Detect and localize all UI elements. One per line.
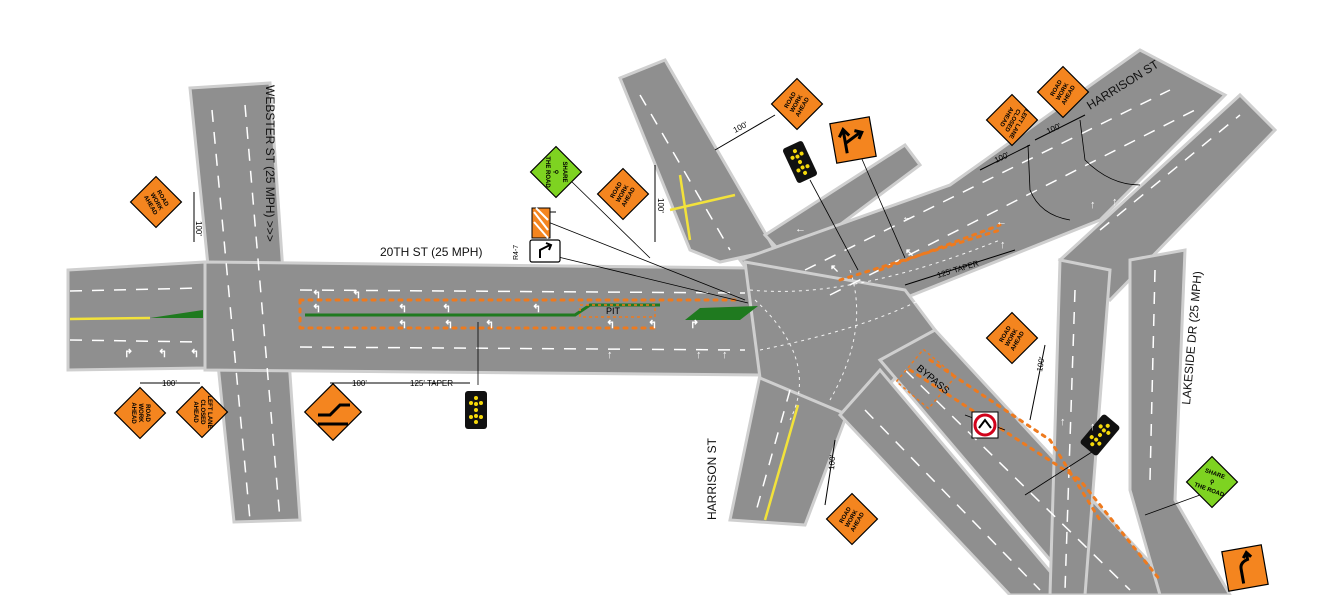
median-nose-east bbox=[685, 306, 758, 320]
keep-right-code: R4-7 bbox=[513, 245, 520, 260]
pavement-arrow: ← bbox=[902, 211, 913, 223]
pavement-arrow: ↰ bbox=[158, 348, 167, 360]
keep-right-sign: R4-7 bbox=[513, 239, 561, 263]
median-nose-west bbox=[150, 310, 203, 318]
lower-diagonal bbox=[837, 367, 1072, 595]
webster-st-label: WEBSTER ST (25 MPH) >>> bbox=[263, 85, 277, 242]
harrison-st-north bbox=[618, 58, 778, 264]
turn-arrow-sign bbox=[829, 116, 877, 164]
bicycle-icon: ⚲ bbox=[552, 170, 559, 174]
barricade bbox=[531, 207, 556, 239]
lane-shift-arrow-icon bbox=[318, 403, 350, 426]
arrow-boards bbox=[465, 141, 1120, 456]
left-lane-closed-text: LEFT LANE CLOSED AHEAD bbox=[192, 396, 212, 429]
share-the-road-text-north: SHARE ⚲ THE ROAD bbox=[544, 156, 567, 188]
pavement-arrow: ↰ bbox=[442, 303, 451, 315]
pavement-arrow: ↑ bbox=[1112, 196, 1118, 208]
bicycle-icon: ⚲ bbox=[1209, 478, 1216, 486]
left-lane-closed-sign bbox=[175, 385, 229, 439]
dim-webster-north: 100' bbox=[194, 221, 203, 236]
left-lane-closed-sign-2 bbox=[985, 93, 1039, 147]
lane-markings bbox=[69, 89, 1241, 591]
curve-arrow-icon bbox=[1239, 550, 1253, 584]
channelizer-line-20th bbox=[298, 298, 742, 330]
pavement-arrow: ↖ bbox=[905, 247, 914, 259]
lakeside-dr bbox=[1128, 248, 1232, 595]
curve-arrow-sign bbox=[1221, 544, 1269, 592]
pavement-arrow: ↑ bbox=[696, 349, 702, 361]
svg-text:LEFT LANE: LEFT LANE bbox=[206, 396, 212, 429]
pavement-arrow: ↰ bbox=[312, 289, 321, 301]
pavement-arrow: ↱ bbox=[690, 319, 699, 331]
svg-text:SHARE: SHARE bbox=[561, 161, 567, 182]
harrison-st-south-label: HARRISON ST bbox=[705, 437, 719, 520]
svg-text:AHEAD: AHEAD bbox=[192, 401, 198, 423]
pit-box bbox=[579, 304, 656, 318]
pit-label: PIT bbox=[606, 306, 621, 316]
pavement-arrow: ↰ bbox=[398, 303, 407, 315]
pavement-arrow: ↰ bbox=[444, 319, 453, 331]
roadway-network bbox=[66, 48, 1278, 595]
pavement-arrows: ↱ ↰ ↰ ↰ ↰ ↰ ↰ ↰ ↰ ↰ ↰ ↰ ↑ ↑ ↑ ↰ ↰ ↱ ← ← ← ↖ ↖ ↑ ↑ ↑ ↑ ↑ bbox=[124, 196, 1118, 433]
pavement-arrow: ↱ bbox=[124, 348, 133, 360]
dim-harrison-diag: 100' bbox=[732, 120, 750, 135]
pavement-arrow: ↰ bbox=[485, 319, 494, 331]
pavement-arrow: ↑ bbox=[1090, 199, 1096, 211]
pavement-arrow: ↰ bbox=[398, 319, 407, 331]
svg-text:THE ROAD: THE ROAD bbox=[544, 156, 550, 188]
dim-20th-taper: 125' TAPER bbox=[410, 379, 453, 388]
channelizer-line-southeast bbox=[908, 368, 1162, 582]
pavement-arrow: ↖ bbox=[830, 263, 839, 275]
leader-lines bbox=[477, 119, 1201, 516]
dim-webster-south: 100' bbox=[162, 379, 177, 388]
road-work-ahead-text: AHEAD bbox=[130, 402, 136, 424]
twentieth-st-main bbox=[203, 260, 762, 377]
dim-harrison-north: 100' bbox=[656, 198, 665, 213]
turn-arrow-icon bbox=[837, 127, 864, 154]
no-entry-sign bbox=[971, 411, 999, 439]
pavement-arrow: ↰ bbox=[190, 348, 199, 360]
road-work-ahead-signs: ROADWORKAHEADROADWORKAHEADROADWORKAHEADR… bbox=[113, 65, 1090, 546]
work-area: PIT BYPASS bbox=[150, 223, 1162, 582]
pavement-arrow: ↑ bbox=[1090, 421, 1096, 433]
pavement-arrow: ↑ bbox=[1060, 416, 1066, 428]
dim-20th-100: 100' bbox=[352, 379, 367, 388]
swept-paths bbox=[749, 239, 1001, 421]
svg-text:CLOSED: CLOSED bbox=[199, 399, 205, 425]
arrow-board bbox=[1080, 414, 1120, 456]
pavement-arrow: ↰ bbox=[606, 319, 615, 331]
pavement-arrow: ↰ bbox=[532, 303, 541, 315]
dim-harrison-south: 100' bbox=[827, 454, 837, 470]
share-the-road-sign-east bbox=[1185, 455, 1239, 509]
pavement-arrow: ↰ bbox=[312, 303, 321, 315]
road-work-ahead-text: WORK bbox=[137, 404, 143, 424]
connector-vertical bbox=[1048, 258, 1112, 595]
arrow-board bbox=[465, 391, 487, 429]
arrow-board bbox=[782, 141, 818, 183]
share-the-road-sign-north bbox=[529, 145, 583, 199]
road-work-ahead-text: ROAD bbox=[144, 404, 150, 422]
pavement-arrow: ↑ bbox=[1000, 239, 1006, 251]
pavement-arrow: ↑ bbox=[607, 349, 613, 361]
twentieth-st-label: 20TH ST (25 MPH) bbox=[380, 245, 482, 259]
channelizer-line-east bbox=[838, 223, 1002, 282]
bypass-box bbox=[895, 348, 957, 410]
pavement-arrow: ↰ bbox=[352, 289, 361, 301]
pavement-arrow: ↑ bbox=[722, 349, 728, 361]
pavement-arrow: ↰ bbox=[648, 319, 657, 331]
southeast-road bbox=[877, 328, 1183, 595]
keep-right-arrow-icon bbox=[539, 242, 553, 258]
pavement-arrow: ← bbox=[996, 216, 1007, 228]
channelizer-line-southeast-2 bbox=[928, 358, 1102, 522]
pavement-arrow: ← bbox=[795, 223, 806, 235]
dim-lakeside: 100' bbox=[1035, 356, 1047, 373]
